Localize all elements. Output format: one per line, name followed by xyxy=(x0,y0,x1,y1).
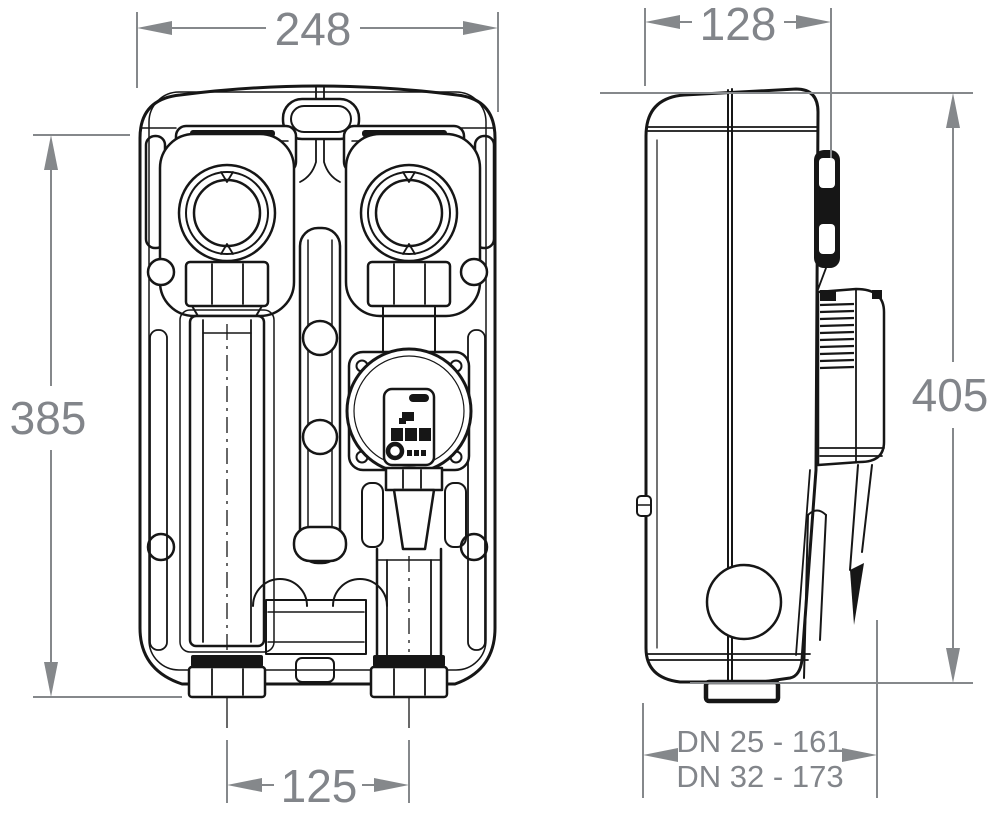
screw-hole-top-left xyxy=(146,257,176,287)
dimension-front-width: 248 xyxy=(136,3,499,112)
union-nut-left xyxy=(184,260,270,317)
pipe-column-left xyxy=(179,309,275,653)
display-status-pill xyxy=(409,394,429,402)
front-shell-inner-line xyxy=(148,91,487,671)
pump-valve xyxy=(361,466,467,551)
shell-pocket-right xyxy=(467,329,486,651)
display-key-1 xyxy=(391,428,403,441)
dimension-side-width: 128 xyxy=(644,0,832,158)
union-nut-right xyxy=(366,260,452,353)
screw-hole-top-right xyxy=(459,257,489,287)
side-foot xyxy=(703,679,781,704)
dimensions: 248 128 385 xyxy=(10,0,989,812)
dimension-label-front-height: 385 xyxy=(10,392,87,444)
side-knob xyxy=(705,563,783,641)
display-key-3 xyxy=(419,428,431,441)
wall-bracket xyxy=(814,150,840,268)
dimension-depth-dn: DN 25 - 161 DN 32 - 173 xyxy=(642,620,878,798)
screw-hole-bottom-left xyxy=(146,532,176,562)
handle-slot xyxy=(281,86,361,183)
lower-manifold xyxy=(252,525,388,683)
screw-hole-bottom-right xyxy=(459,532,489,562)
front-view xyxy=(138,84,497,728)
dimension-pipe-spacing: 125 xyxy=(226,740,410,812)
dimension-front-height: 385 xyxy=(10,134,182,698)
dimension-label-depth-dn32: DN 32 - 173 xyxy=(676,759,843,794)
display-key-2 xyxy=(405,428,417,441)
pump-head-fins xyxy=(819,302,855,370)
display-pump-icon xyxy=(402,412,414,421)
side-left-clip xyxy=(636,495,652,517)
dimension-label-side-width: 128 xyxy=(700,0,777,50)
pipe-column-right xyxy=(375,547,443,658)
side-lower-bracket xyxy=(795,464,873,679)
pump-assembly xyxy=(345,347,473,551)
display-knob-icon xyxy=(385,441,405,461)
dimension-side-height: 405 xyxy=(600,92,989,684)
bottom-connections xyxy=(187,655,449,728)
dimension-label-depth-dn25: DN 25 - 161 xyxy=(676,724,843,759)
dimension-label-side-height: 405 xyxy=(912,369,989,421)
pump-head-side xyxy=(816,287,886,467)
side-view xyxy=(636,87,886,704)
dimension-label-pipe-spacing: 125 xyxy=(281,760,358,812)
shell-pocket-left xyxy=(149,329,168,651)
pump-display xyxy=(382,387,436,467)
center-bar xyxy=(298,226,342,565)
dimension-label-front-width: 248 xyxy=(275,3,352,55)
